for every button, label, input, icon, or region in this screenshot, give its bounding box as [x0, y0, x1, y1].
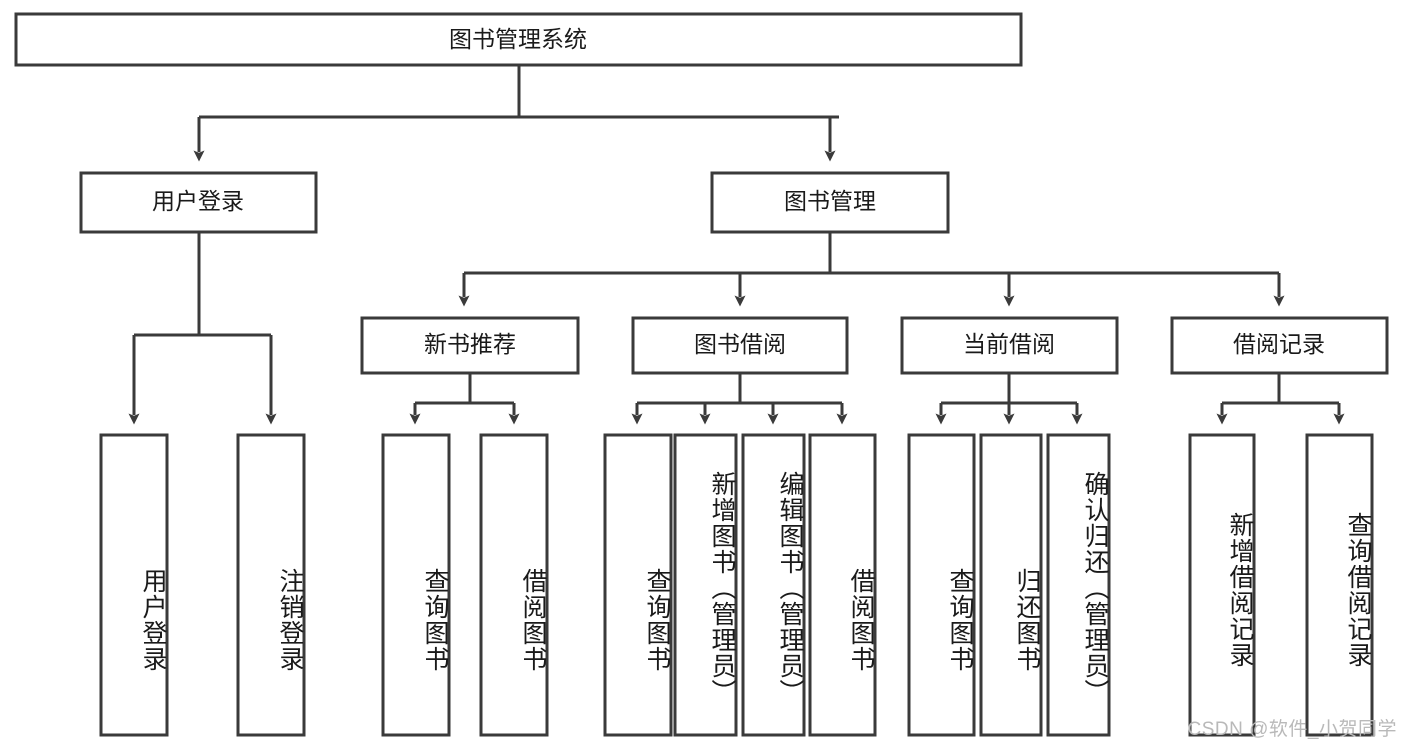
- node-book-manage-label: 图书管理: [784, 188, 876, 214]
- leaf-return-book-box[interactable]: [979, 433, 1043, 737]
- node-root-box[interactable]: [14, 12, 1023, 67]
- csdn-watermark: CSDN @软件_小贺同学: [1187, 719, 1397, 740]
- leaf-query-record-box[interactable]: [1305, 433, 1374, 737]
- connector-bookborrow-to-leaves: [631, 373, 848, 425]
- leaf-query-book-1-box[interactable]: [381, 433, 451, 737]
- leaf-boxes: [99, 433, 1374, 737]
- node-book-borrow[interactable]: 图书借阅: [631, 316, 849, 375]
- node-borrow-record-box[interactable]: [1170, 316, 1389, 375]
- leaf-logout-box[interactable]: [236, 433, 306, 737]
- node-current-borrow-label: 当前借阅: [963, 331, 1055, 357]
- leaf-borrow-book-1-box[interactable]: [479, 433, 549, 737]
- leaf-user-login-box[interactable]: [99, 433, 169, 737]
- node-user-login[interactable]: 用户登录: [79, 171, 318, 234]
- leaf-add-record-box[interactable]: [1188, 433, 1256, 737]
- node-current-borrow[interactable]: 当前借阅: [900, 316, 1119, 375]
- node-root-label: 图书管理系统: [449, 26, 587, 52]
- connector-currentborrow-to-leaves: [935, 373, 1083, 425]
- leaf-edit-book-box[interactable]: [741, 433, 806, 737]
- connector-root-to-level1: [193, 66, 839, 162]
- node-borrow-record[interactable]: 借阅记录: [1170, 316, 1389, 375]
- connector-userlogin-to-leaves: [128, 232, 277, 425]
- node-borrow-record-label: 借阅记录: [1233, 331, 1325, 357]
- leaf-add-book-box[interactable]: [673, 433, 738, 737]
- node-new-book-rec-label: 新书推荐: [424, 331, 516, 357]
- node-new-book-rec-box[interactable]: [360, 316, 580, 375]
- leaf-borrow-book-2-box[interactable]: [808, 433, 877, 737]
- connector-newbook-to-leaves: [409, 373, 520, 425]
- node-current-borrow-box[interactable]: [900, 316, 1119, 375]
- leaf-query-book-3-box[interactable]: [907, 433, 976, 737]
- node-root[interactable]: 图书管理系统: [14, 12, 1023, 67]
- connector-bookmanage-to-level2: [458, 232, 1285, 307]
- node-book-manage-box[interactable]: [710, 171, 950, 234]
- node-user-login-label: 用户登录: [152, 188, 244, 214]
- leaf-confirm-return-box[interactable]: [1046, 433, 1111, 737]
- connector-borrowrecord-to-leaves: [1216, 373, 1345, 425]
- node-book-borrow-box[interactable]: [631, 316, 849, 375]
- node-book-borrow-label: 图书借阅: [694, 331, 786, 357]
- leaf-query-book-2-box[interactable]: [603, 433, 673, 737]
- node-book-manage[interactable]: 图书管理: [710, 171, 950, 234]
- node-new-book-rec[interactable]: 新书推荐: [360, 316, 580, 375]
- node-user-login-box[interactable]: [79, 171, 318, 234]
